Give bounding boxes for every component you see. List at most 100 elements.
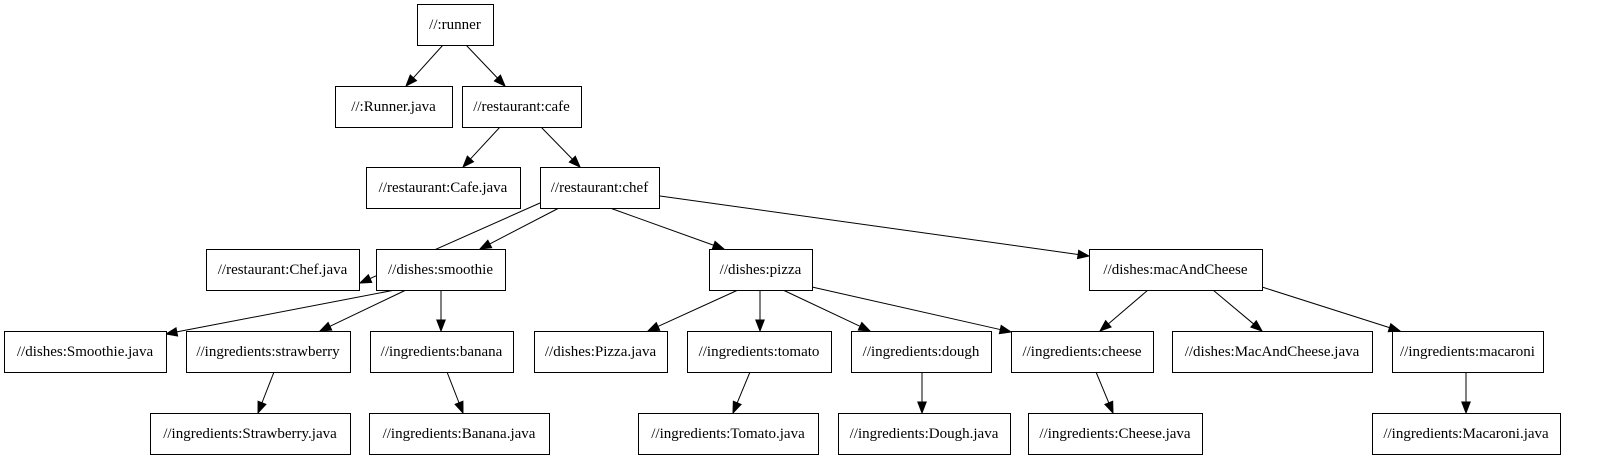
node-box[interactable] — [534, 331, 668, 373]
arrowhead-icon — [1387, 322, 1402, 333]
arrowhead-icon — [462, 155, 475, 169]
node-ing_cheese[interactable]: //ingredients:cheese — [1011, 331, 1154, 373]
node-ing_tomato_java[interactable]: //ingredients:Tomato.java — [638, 413, 819, 455]
arrowhead-icon — [1461, 401, 1471, 415]
node-dishes_macandcheese[interactable]: //dishes:macAndCheese — [1089, 249, 1263, 291]
arrowhead-icon — [732, 400, 742, 415]
node-label: //ingredients:Dough.java — [850, 426, 999, 442]
node-box[interactable] — [335, 86, 453, 128]
edge-ing_strawberry-to-ing_strawberry_java — [257, 371, 275, 415]
edge-line — [657, 289, 739, 327]
node-ing_strawberry_java[interactable]: //ingredients:Strawberry.java — [150, 413, 351, 455]
edge-line — [540, 126, 573, 160]
node-ing_strawberry[interactable]: //ingredients:strawberry — [186, 331, 351, 373]
node-label: //dishes:Smoothie.java — [17, 344, 154, 360]
node-box[interactable] — [150, 413, 351, 455]
node-ing_macaroni[interactable]: //ingredients:macaroni — [1392, 331, 1544, 373]
node-runner_java[interactable]: //:Runner.java — [335, 86, 453, 128]
node-box[interactable] — [1089, 249, 1263, 291]
node-dishes_smoothie[interactable]: //dishes:smoothie — [376, 249, 506, 291]
node-box[interactable] — [417, 4, 494, 46]
arrowhead-icon — [1076, 249, 1091, 260]
node-label: //ingredients:tomato — [699, 344, 820, 360]
node-label: //dishes:macAndCheese — [1103, 262, 1247, 278]
arrowhead-icon — [857, 321, 872, 332]
edge-dishes_pizza-to-ing_tomato — [755, 290, 765, 333]
node-label: //ingredients:macaroni — [1400, 344, 1535, 360]
edge-restaurant_cafe-to-restaurant_cafe_java — [462, 126, 501, 169]
node-box[interactable] — [709, 249, 813, 291]
node-box[interactable] — [1011, 331, 1154, 373]
arrowhead-icon — [646, 321, 661, 332]
node-box[interactable] — [369, 413, 550, 455]
edge-ing_cheese-to-ing_cheese_java — [1095, 371, 1114, 415]
node-label: //ingredients:Macaroni.java — [1383, 426, 1549, 442]
node-ing_macaroni_java[interactable]: //ingredients:Macaroni.java — [1372, 413, 1561, 455]
arrowhead-icon — [436, 319, 446, 333]
edge-restaurant_chef-to-dishes_pizza — [609, 207, 726, 250]
node-box[interactable] — [186, 331, 351, 373]
node-box[interactable] — [1392, 331, 1544, 373]
edges-group — [164, 44, 1471, 415]
arrowhead-icon — [405, 74, 418, 88]
node-ing_banana[interactable]: //ingredients:banana — [370, 331, 514, 373]
node-ing_dough_java[interactable]: //ingredients:Dough.java — [838, 413, 1011, 455]
edge-restaurant_cafe-to-restaurant_chef — [540, 126, 581, 169]
node-ing_cheese_java[interactable]: //ingredients:Cheese.java — [1028, 413, 1203, 455]
edge-line — [329, 289, 407, 327]
edge-runner-to-restaurant_cafe — [465, 44, 506, 88]
edge-ing_dough-to-ing_dough_java — [917, 372, 927, 415]
edge-line — [412, 44, 444, 79]
edge-ing_macaroni-to-ing_macaroni_java — [1461, 372, 1471, 415]
node-box[interactable] — [376, 249, 506, 291]
node-label: //dishes:smoothie — [388, 262, 493, 278]
edge-line — [470, 126, 501, 160]
node-box[interactable] — [4, 331, 167, 373]
node-label: //restaurant:Chef.java — [218, 262, 348, 278]
node-box[interactable] — [1172, 331, 1373, 373]
edge-line — [1261, 286, 1390, 329]
node-dishes_pizza_java[interactable]: //dishes:Pizza.java — [534, 331, 668, 373]
node-restaurant_chef[interactable]: //restaurant:chef — [540, 167, 660, 209]
node-restaurant_cafe_java[interactable]: //restaurant:Cafe.java — [366, 167, 521, 209]
node-restaurant_cafe[interactable]: //restaurant:cafe — [462, 86, 582, 128]
arrowhead-icon — [318, 321, 333, 332]
node-label: //ingredients:dough — [863, 344, 980, 360]
arrowhead-icon — [358, 273, 373, 284]
edge-dishes_pizza-to-ing_cheese — [811, 286, 1013, 335]
edge-dishes_smoothie-to-ing_strawberry — [318, 289, 407, 332]
node-ing_tomato[interactable]: //ingredients:tomato — [687, 331, 832, 373]
node-ing_dough[interactable]: //ingredients:dough — [851, 331, 992, 373]
edge-line — [1108, 289, 1149, 325]
node-label: //restaurant:Cafe.java — [379, 180, 508, 196]
node-box[interactable] — [1028, 413, 1203, 455]
arrowhead-icon — [755, 319, 765, 333]
edge-line — [736, 371, 751, 404]
node-box[interactable] — [206, 249, 360, 291]
node-box[interactable] — [370, 331, 514, 373]
edge-dishes_pizza-to-ing_dough — [782, 289, 872, 332]
node-box[interactable] — [638, 413, 819, 455]
node-box[interactable] — [540, 167, 660, 209]
node-ing_banana_java[interactable]: //ingredients:Banana.java — [369, 413, 550, 455]
node-box[interactable] — [851, 331, 992, 373]
edge-line — [1095, 371, 1110, 404]
node-box[interactable] — [462, 86, 582, 128]
node-label: //dishes:MacAndCheese.java — [1185, 344, 1360, 360]
arrowhead-icon — [917, 401, 927, 415]
node-restaurant_chef_java[interactable]: //restaurant:Chef.java — [206, 249, 360, 291]
edge-ing_tomato-to-ing_tomato_java — [732, 371, 751, 415]
edge-line — [782, 289, 861, 327]
node-box[interactable] — [366, 167, 521, 209]
node-dishes_macandcheese_java[interactable]: //dishes:MacAndCheese.java — [1172, 331, 1373, 373]
node-runner[interactable]: //:runner — [417, 4, 494, 46]
node-dishes_pizza[interactable]: //dishes:pizza — [709, 249, 813, 291]
node-box[interactable] — [1372, 413, 1561, 455]
node-label: //:Runner.java — [351, 99, 436, 115]
node-box[interactable] — [687, 331, 832, 373]
arrowhead-icon — [1104, 400, 1114, 415]
node-box[interactable] — [838, 413, 1011, 455]
node-label: //restaurant:cafe — [473, 99, 570, 115]
node-dishes_smoothie_java[interactable]: //dishes:Smoothie.java — [4, 331, 167, 373]
